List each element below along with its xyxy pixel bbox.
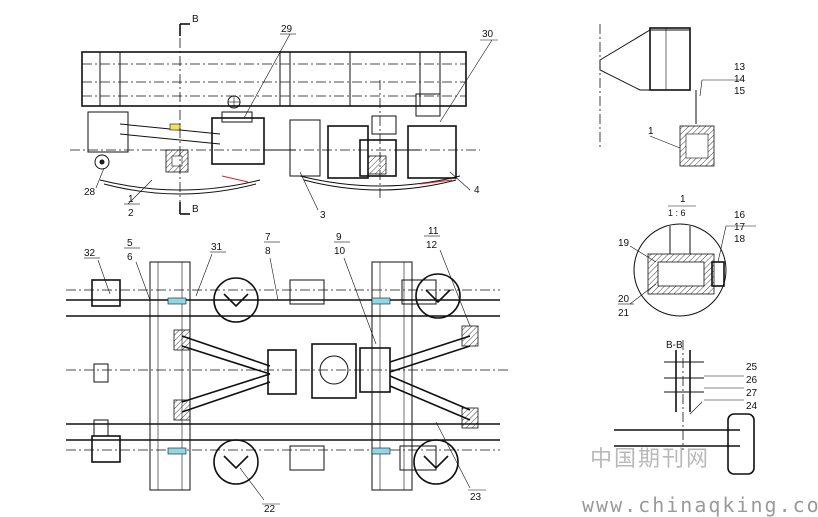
callout-13: 13 — [734, 62, 746, 73]
scale-numerator: 1 — [680, 194, 686, 205]
callout-1: 1 — [128, 194, 134, 205]
callout-21: 21 — [618, 308, 630, 319]
callout-5: 5 — [127, 238, 133, 249]
callout-17: 17 — [734, 222, 746, 233]
callout-4: 4 — [474, 185, 480, 196]
section-marker-b-bottom: B — [192, 204, 199, 215]
callout-23: 23 — [470, 492, 482, 503]
callout-10: 10 — [334, 246, 346, 257]
callout-29: 29 — [281, 24, 293, 35]
callout-1-side: 1 — [648, 126, 654, 137]
callout-14: 14 — [734, 74, 746, 85]
callout-28: 28 — [84, 187, 96, 198]
callout-11: 11 — [428, 226, 439, 237]
callout-8: 8 — [265, 246, 271, 257]
callout-12: 12 — [426, 240, 438, 251]
callout-6: 6 — [127, 252, 133, 263]
callout-2: 2 — [128, 208, 134, 219]
callout-9: 9 — [336, 232, 342, 243]
callout-16: 16 — [734, 210, 746, 221]
callout-18: 18 — [734, 234, 746, 245]
elevation-view: B B 29 30 28 1 2 3 4 — [70, 14, 498, 221]
side-detail-view: 13 14 15 1 1 1 : 6 — [599, 24, 746, 218]
scale-denominator: 1 : 6 — [668, 208, 686, 218]
detail-view: 16 17 18 19 20 21 — [618, 210, 756, 319]
callout-15: 15 — [734, 86, 746, 97]
watermark-url: www.chinaqking.com — [582, 493, 818, 517]
callout-3: 3 — [320, 210, 326, 221]
callout-25: 25 — [746, 362, 758, 373]
callout-30: 30 — [482, 29, 494, 40]
callout-7: 7 — [265, 232, 271, 243]
watermark-cn: 中国期刊网 — [590, 447, 710, 472]
callout-27: 27 — [746, 388, 758, 399]
callout-31: 31 — [211, 242, 223, 253]
callout-20: 20 — [618, 294, 630, 305]
callout-26: 26 — [746, 375, 758, 386]
callout-19: 19 — [618, 238, 630, 249]
section-marker-b-top: B — [192, 14, 199, 25]
callout-32: 32 — [84, 248, 96, 259]
section-bb-view: B-B 25 26 27 24 — [614, 340, 758, 475]
callout-22: 22 — [264, 504, 276, 515]
plan-view: 32 5 6 31 7 8 9 10 11 12 22 23 — [66, 226, 510, 515]
callout-24: 24 — [746, 401, 758, 412]
section-bb-title: B-B — [666, 340, 683, 351]
